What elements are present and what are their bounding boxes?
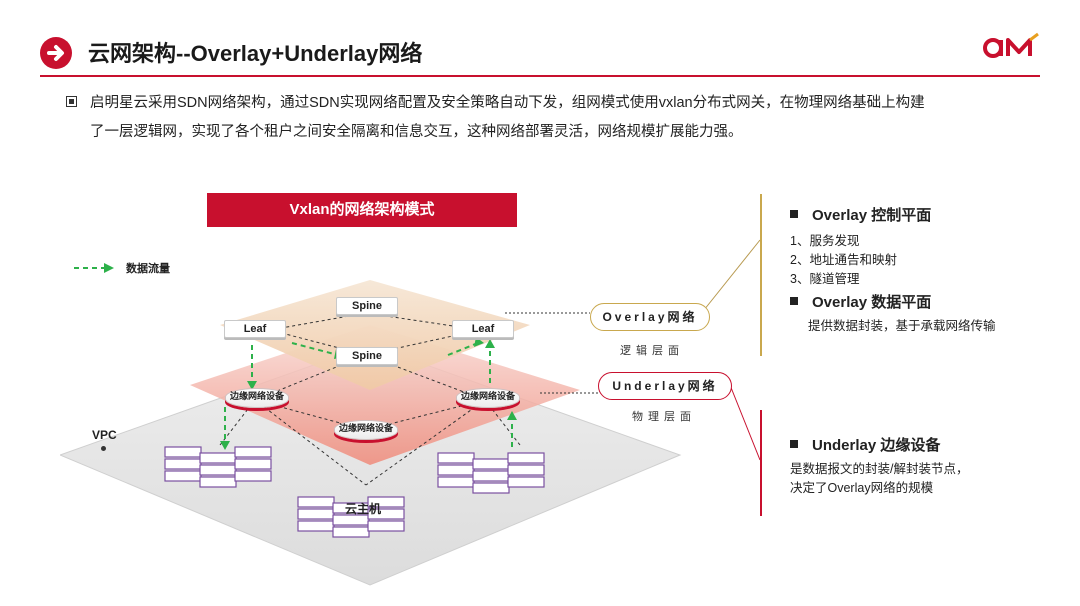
title-main: Overlay+Underlay网络 [190,41,423,66]
pill-connectors [505,312,600,394]
underlay-edge-desc-2: 决定了Overlay网络的规模 [790,481,934,495]
overlay-network-pill: Overlay网络 [590,303,710,331]
edge-device-right: 边缘网络设备 [456,388,520,408]
overlay-plane [220,280,530,390]
vpc-dot [101,446,106,451]
overlay-sub-label: 逻辑层面 [620,345,684,357]
page-title: 云网架构--Overlay+Underlay网络 [88,36,422,68]
overlay-control-section: Overlay 控制平面 1、服务发现 2、地址通告和映射 3、隧道管理 [790,204,1070,289]
legend-arrow-icon [74,261,114,273]
spine-top-node: Spine [336,297,398,315]
overlay-control-title: Overlay 控制平面 [790,204,1070,225]
diagram-title: Vxlan的网络架构模式 [207,193,517,227]
overlay-data-title: Overlay 数据平面 [790,291,1070,312]
underlay-vertical-line [760,410,762,516]
overlay-data-section: Overlay 数据平面 提供数据封装，基于承载网络传输 [790,291,1070,336]
underlay-edge-section: Underlay 边缘设备 是数据报文的封装/解封装节点， 决定了Overlay… [790,434,1070,498]
square-bullet-icon [790,210,798,218]
bullet-icon [66,96,77,107]
vpc-label: VPC [92,428,117,442]
spine-mid-node: Spine [336,347,398,365]
edge-device-left: 边缘网络设备 [225,388,289,408]
underlay-bracket [729,384,760,461]
square-bullet-icon [790,297,798,305]
overlay-control-item: 2、地址通告和映射 [790,253,897,267]
overlay-data-desc: 提供数据封装，基于承载网络传输 [808,319,996,333]
overlay-control-item: 3、隧道管理 [790,272,860,286]
overlay-bracket [699,239,760,316]
legend-label: 数据流量 [126,263,170,275]
cloud-host-label: 云主机 [345,502,382,516]
intro-line-2: 了一层逻辑网，实现了各个租户之间安全隔离和信息交互，这种网络部署灵活，网络规模扩… [90,124,743,140]
edge-device-center: 边缘网络设备 [334,420,398,440]
underlay-edge-title: Underlay 边缘设备 [790,434,1070,455]
title-prefix: 云网架构-- [88,41,191,66]
brand-logo [982,32,1042,62]
arrow-circle-icon [40,37,72,69]
intro-line-1: 启明星云采用SDN网络架构，通过SDN实现网络配置及安全策略自动下发，组网模式使… [90,95,925,111]
edge-plane [190,325,580,465]
underlay-network-pill: Underlay网络 [598,372,732,400]
header-divider [40,75,1040,77]
leaf-right-node: Leaf [452,320,514,338]
underlay-edge-desc-1: 是数据报文的封装/解封装节点， [790,462,969,476]
network-diagram [60,239,760,586]
underlay-sub-label: 物理层面 [632,411,696,423]
server-racks [164,446,545,538]
intro-paragraph: 启明星云采用SDN网络架构，通过SDN实现网络配置及安全策略自动下发，组网模式使… [90,89,1020,147]
data-flow-arrows [224,342,513,447]
square-bullet-icon [790,440,798,448]
overlay-control-item: 1、服务发现 [790,234,860,248]
leaf-left-node: Leaf [224,320,286,338]
overlay-vertical-line [760,194,762,356]
